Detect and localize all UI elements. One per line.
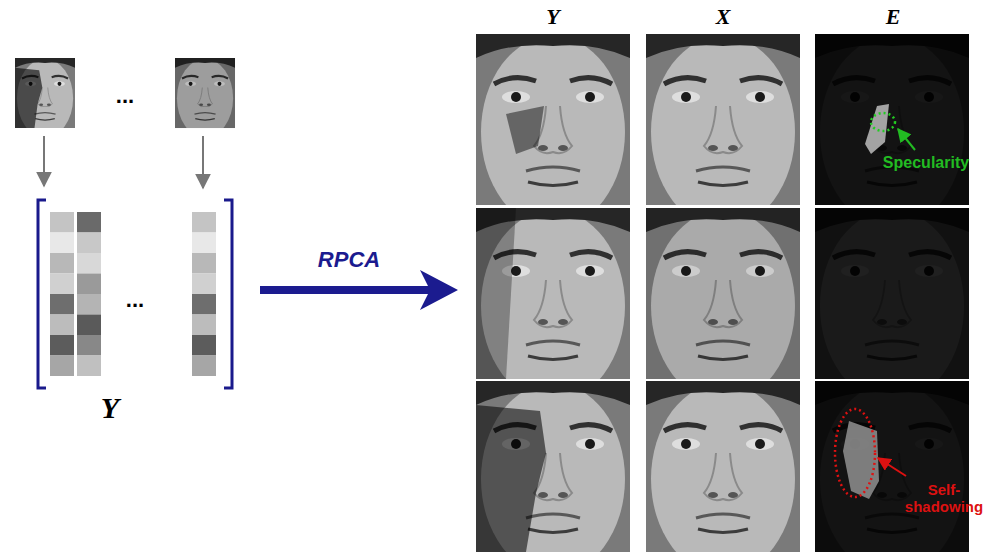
input-face: [175, 58, 235, 138]
down-arrow: [202, 136, 204, 188]
face-image: [476, 34, 630, 228]
data-matrix: ... Y: [30, 155, 245, 425]
error-image: [815, 208, 969, 402]
column-heading: Y: [546, 6, 559, 28]
face-image: [476, 208, 630, 402]
ellipsis-mark: ...: [126, 289, 144, 311]
down-arrow: [43, 136, 45, 186]
matrix-symbol: Y: [101, 393, 119, 423]
column-heading: X: [716, 6, 731, 28]
leader-arrow: [898, 129, 915, 150]
error-image: [815, 381, 969, 552]
annotation-label: Self- shadowing: [904, 482, 984, 515]
column-heading: E: [886, 6, 901, 28]
edge-label: RPCA: [318, 249, 380, 271]
error-image: [815, 34, 969, 228]
matrix-bracket: [38, 200, 46, 388]
process-arrow: [260, 286, 438, 294]
face-image: [646, 381, 800, 552]
ellipsis-mark: ...: [116, 85, 134, 107]
leader-arrow: [878, 458, 906, 476]
annotation-label: Specularity: [883, 155, 969, 171]
matrix-columns: [50, 212, 216, 376]
input-face: [15, 58, 75, 138]
result-grid: YXE: [468, 0, 972, 552]
face-image: [646, 208, 800, 402]
matrix-bracket: [224, 200, 232, 388]
face-image: [476, 381, 630, 552]
face-image: [646, 34, 800, 228]
